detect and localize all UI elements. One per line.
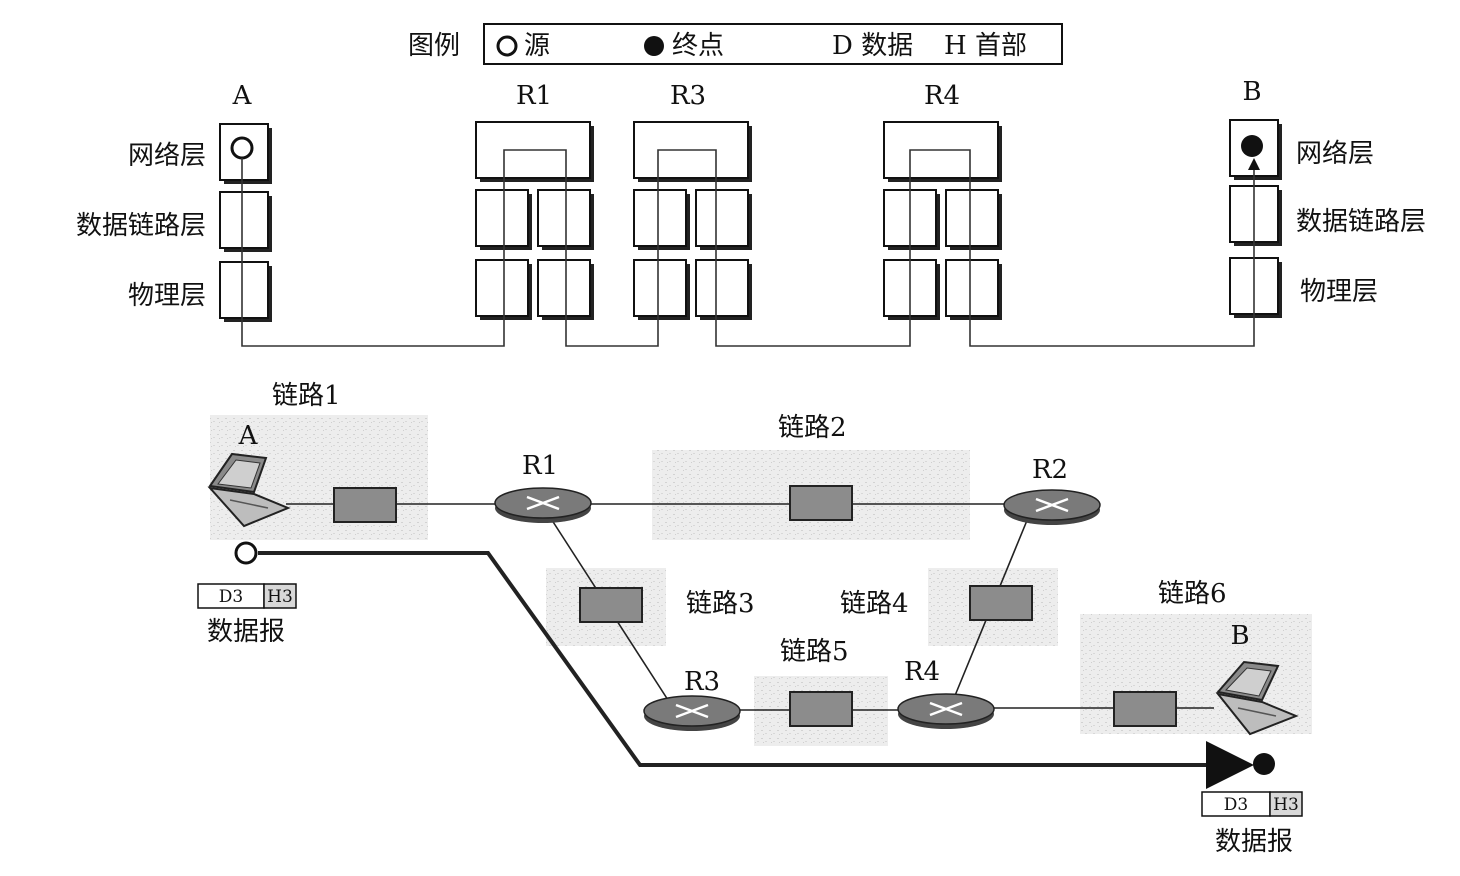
link-label-4: 链路4 — [840, 589, 909, 619]
datagram-path — [258, 551, 1254, 789]
link-label-3: 链路3 — [686, 589, 755, 619]
layer-labels-left: 网络层 数据链路层 物理层 — [76, 141, 206, 311]
node-label-a: A — [238, 421, 259, 451]
router-r2-icon — [1003, 489, 1101, 525]
laptop-b-icon — [1215, 660, 1299, 736]
link1-device-icon — [333, 487, 397, 523]
router-r3-icon — [643, 695, 741, 731]
label-network-layer: 网络层 — [128, 141, 206, 171]
label-physical-layer: 物理层 — [128, 281, 206, 311]
destination-icon — [644, 36, 664, 56]
legend-data: D 数据 — [832, 31, 913, 61]
link-label-2: 链路2 — [778, 413, 847, 443]
label-datalink-layer: 数据链路层 — [1296, 207, 1426, 237]
datagram-data: D3 — [1224, 795, 1248, 815]
protocol-stacks — [219, 119, 1282, 322]
destination-icon — [1253, 753, 1275, 775]
datagram-data: D3 — [219, 587, 243, 607]
stack-label-r4: R4 — [924, 81, 960, 111]
laptop-a-icon — [207, 452, 291, 528]
link-label-5: 链路5 — [780, 637, 849, 667]
stack-r4 — [883, 121, 1002, 320]
stack-label-r1: R1 — [516, 81, 552, 111]
destination-icon — [1241, 135, 1263, 157]
stack-a — [219, 123, 272, 322]
link4-device-icon — [969, 585, 1033, 621]
source-icon — [496, 35, 518, 57]
link-label-1: 链路1 — [272, 381, 341, 411]
label-network-layer: 网络层 — [1296, 139, 1374, 169]
link5-device-icon — [789, 691, 853, 727]
node-label-r4: R4 — [904, 657, 940, 687]
stack-data-path — [241, 149, 1255, 347]
network-topology: A R1 R2 R3 R4 B 链路1 链路2 链路3 链路4 链路5 链路6 … — [197, 381, 1312, 857]
node-label-r3: R3 — [684, 667, 720, 697]
legend: 图例 源 终点 D 数据 H 首部 — [408, 23, 1063, 65]
layer-labels-right: 网络层 数据链路层 物理层 — [1296, 139, 1426, 307]
stack-label-a: A — [232, 81, 253, 111]
label-datalink-layer: 数据链路层 — [76, 211, 206, 241]
link6-device-icon — [1113, 691, 1177, 727]
datagram-source: D3 H3 数据报 — [197, 583, 297, 647]
node-label-r1: R1 — [522, 451, 558, 481]
label-physical-layer: 物理层 — [1300, 277, 1378, 307]
stack-r1 — [475, 121, 594, 320]
datagram-destination: D3 H3 数据报 — [1201, 791, 1303, 857]
stack-label-b: B — [1242, 77, 1261, 107]
legend-source: 源 — [524, 31, 550, 61]
source-icon — [234, 541, 258, 565]
node-label-b: B — [1230, 621, 1249, 651]
node-label-r2: R2 — [1032, 455, 1068, 485]
stack-label-r3: R3 — [670, 81, 706, 111]
legend-header: H 首部 — [944, 31, 1027, 61]
link-label-6: 链路6 — [1158, 579, 1227, 609]
stack-b — [1229, 119, 1282, 318]
datagram-label: 数据报 — [207, 617, 285, 647]
stack-r3 — [633, 121, 752, 320]
datagram-header: H3 — [1273, 795, 1299, 815]
datagram-header: H3 — [267, 587, 293, 607]
link2-device-icon — [789, 485, 853, 521]
link3-device-icon — [579, 587, 643, 623]
legend-destination: 终点 — [672, 31, 724, 61]
legend-title: 图例 — [408, 31, 460, 61]
router-r1-icon — [494, 487, 592, 523]
router-r4-icon — [897, 693, 995, 729]
datagram-label: 数据报 — [1215, 827, 1293, 857]
